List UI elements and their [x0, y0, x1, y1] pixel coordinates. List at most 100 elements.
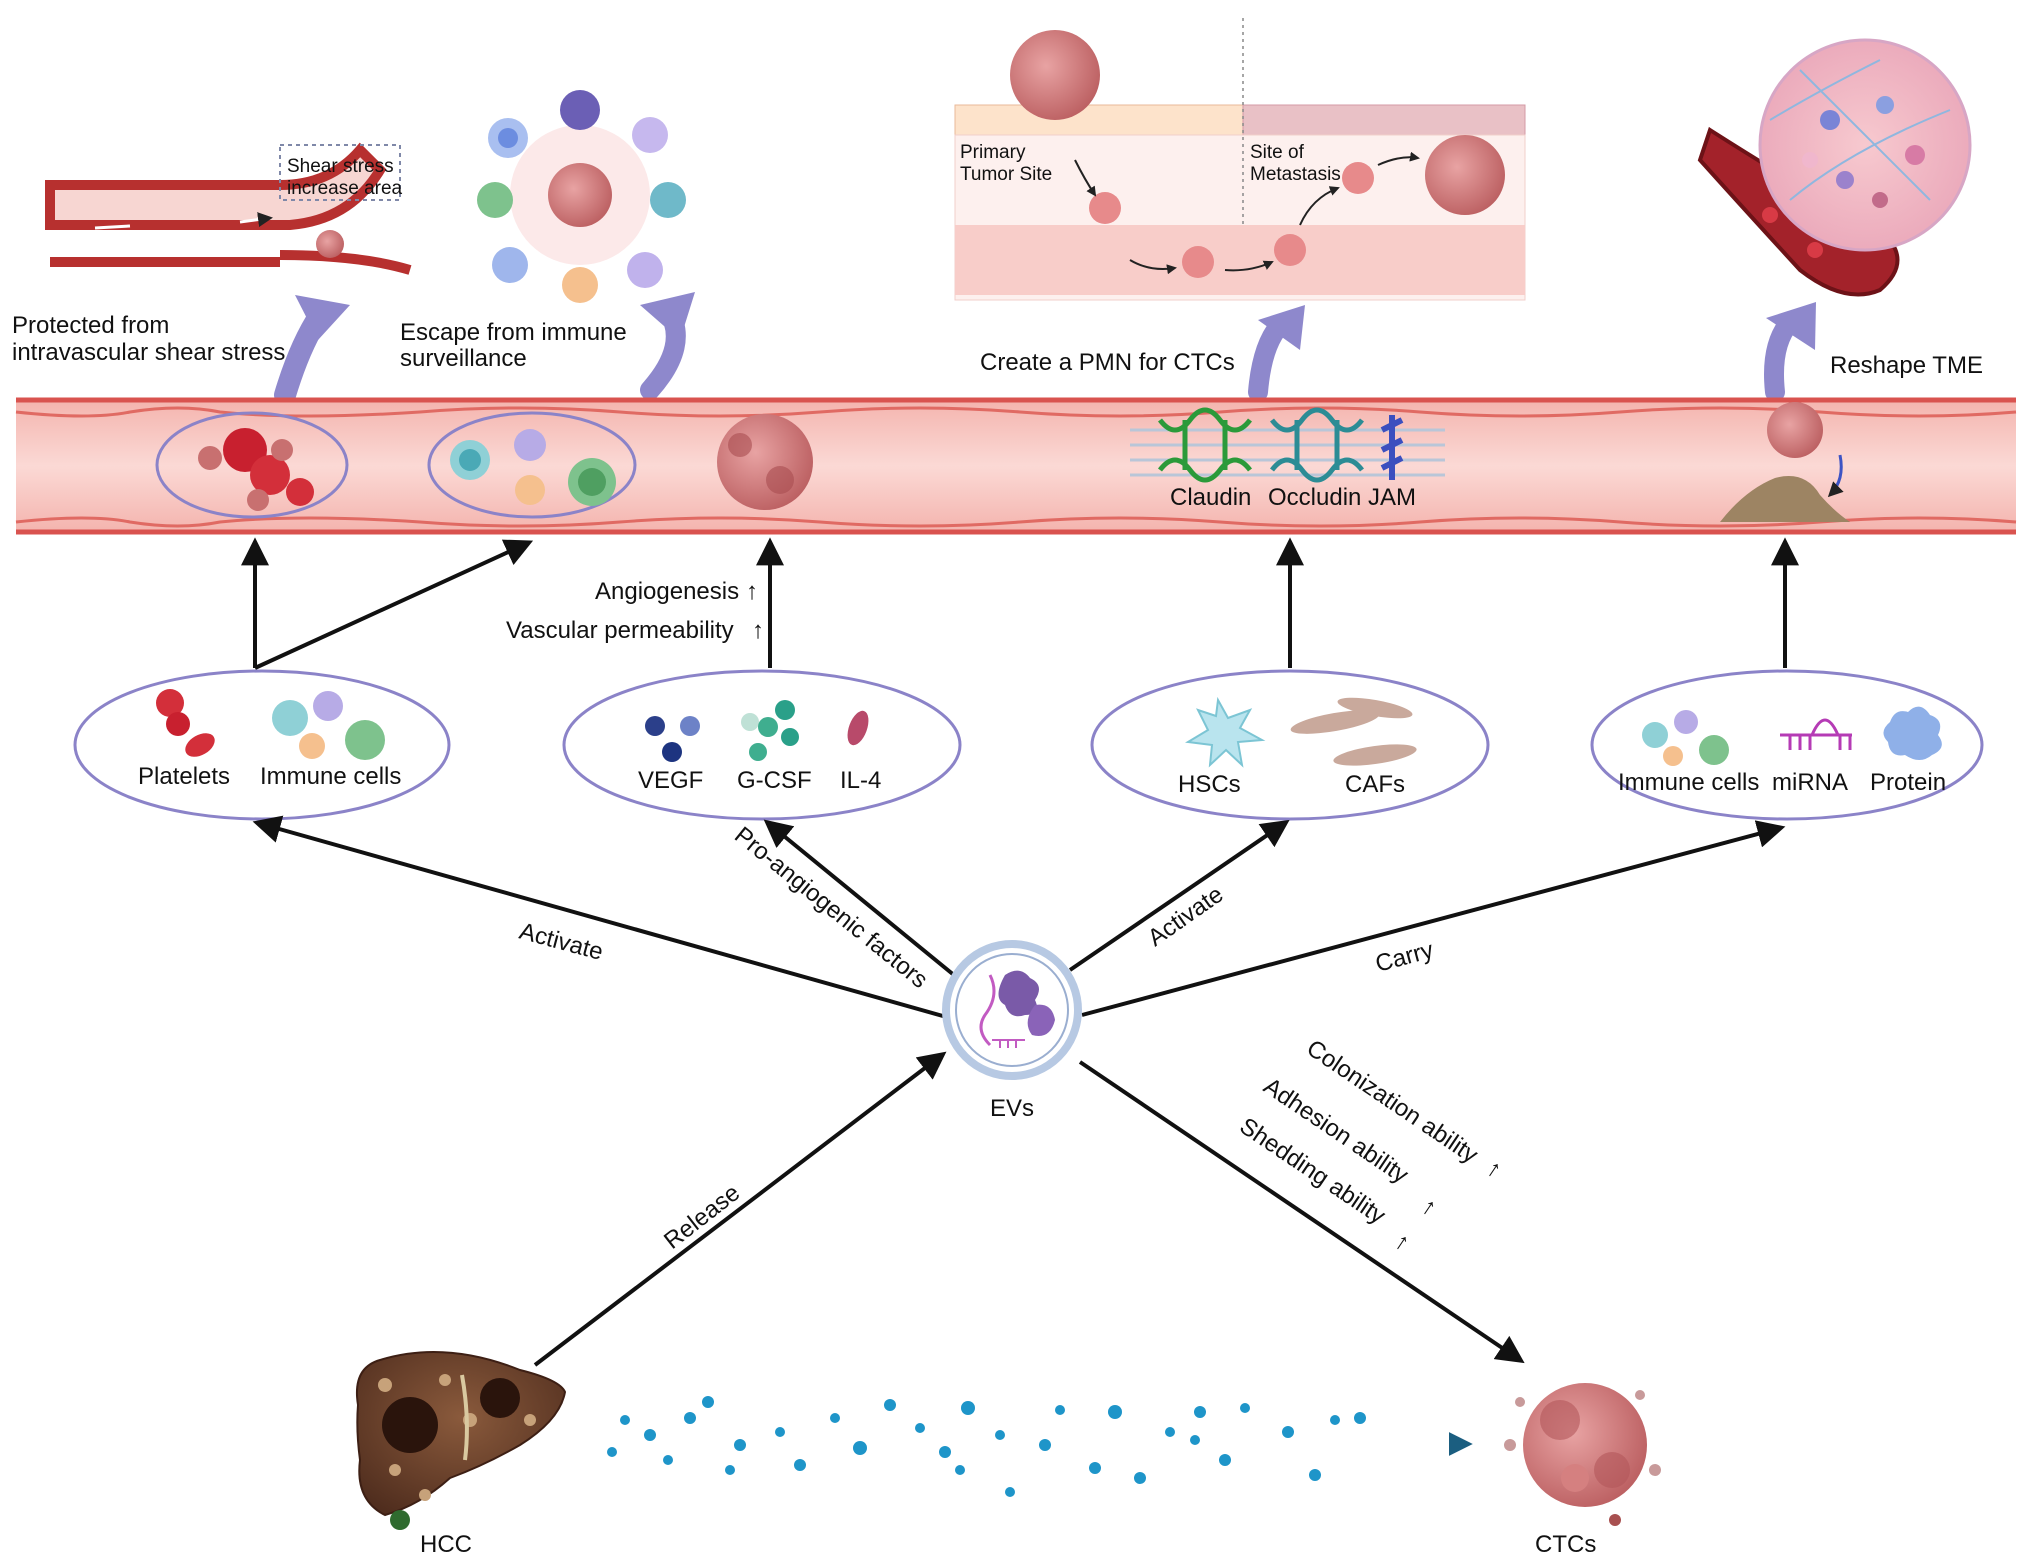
caf-icon: [1337, 697, 1413, 719]
immune-cluster-oval: [427, 411, 637, 519]
primary-site-label-2: Tumor Site: [960, 164, 1052, 185]
immune-cell-icon: [477, 182, 513, 218]
immune-cell-icon: [650, 182, 686, 218]
oval-hsc-caf: HSCs CAFs: [1090, 669, 1490, 821]
angiogenesis-label: Angiogenesis: [595, 578, 739, 605]
oval2-item-vegf: VEGF: [638, 767, 703, 794]
tumor-cell-icon: [548, 163, 612, 227]
jam-label: JAM: [1368, 484, 1416, 511]
pmn-panel: Primary Tumor Site Site of Metastasis Cr…: [954, 18, 1526, 402]
immune-cell-icon: [627, 252, 663, 288]
ctcs-label: CTCs: [1535, 1531, 1596, 1558]
shear-caption-1: Protected from: [12, 312, 169, 339]
immune-cell-icon: [515, 475, 545, 505]
tumor-cell-icon: [1523, 1383, 1647, 1507]
ev-dots: [607, 1396, 1366, 1497]
tme-tumor-icon: [1758, 38, 1972, 252]
immune-cell-icon: [345, 720, 385, 760]
platelet-icon: [166, 712, 190, 736]
platelet-icon: [185, 733, 215, 757]
edge-colonization-arrow: ↑: [1482, 1155, 1507, 1184]
oval1-item-immune: Immune cells: [260, 763, 401, 790]
mid-arrows: [241, 537, 1799, 670]
angiogenesis-up-arrow: ↑: [746, 578, 758, 605]
shear-stress-box: [279, 144, 401, 201]
immune-cell-icon: [1699, 735, 1729, 765]
claudin-label: Claudin: [1170, 484, 1251, 511]
tumor-cell-icon: [1767, 402, 1823, 458]
pmn-caption: Create a PMN for CTCs: [980, 349, 1235, 376]
curved-arrow-icon: [1248, 315, 1290, 402]
blood-vessel-band: Claudin Occludin JAM: [15, 397, 2017, 535]
ev-node: EVs: [942, 940, 1082, 1122]
claudin-icon: [1158, 407, 1252, 483]
platelet-icon: [156, 689, 184, 717]
shear-caption-2: intravascular shear stress: [12, 339, 285, 366]
edge-adhesion-arrow: ↑: [1417, 1193, 1442, 1222]
hcc-node: HCC: [356, 1351, 567, 1558]
caf-icon: [1333, 744, 1417, 766]
curved-arrow-icon: [1764, 312, 1800, 402]
platelet-icon: [250, 455, 290, 495]
occludin-label: Occludin: [1268, 484, 1361, 511]
edge-shedding-arrow: ↑: [1390, 1228, 1415, 1257]
ecm-deposit-icon: [1720, 476, 1850, 522]
vessel-icon: [45, 142, 387, 230]
immune-cell-icon: [313, 691, 343, 721]
oval4-item-mirna: miRNA: [1772, 769, 1848, 796]
platelet-icon: [286, 478, 314, 506]
edge-carry: Carry: [1373, 937, 1437, 978]
ev-edges: [252, 815, 1786, 1367]
permeability-up-arrow: ↑: [752, 617, 764, 644]
immune-cell-icon: [1663, 746, 1683, 766]
oval-cargo: Immune cells miRNA Protein: [1590, 669, 1984, 821]
jam-icon: [1380, 415, 1404, 480]
shear-stress-panel: Shear stress increase area Protected fro…: [12, 142, 412, 406]
ctcs-node: CTCs: [1504, 1383, 1661, 1558]
immune-caption-2: surveillance: [400, 345, 527, 372]
oval-cytokines: VEGF G-CSF IL-4: [562, 669, 962, 821]
platelet-cluster-oval: [155, 411, 349, 519]
primary-site-label-1: Primary: [960, 142, 1026, 163]
occludin-icon: [1270, 407, 1364, 483]
immune-cell-icon: [299, 733, 325, 759]
tumor-cell-icon: [1425, 135, 1505, 215]
caf-icon: [1290, 710, 1380, 734]
protein-icon: [1883, 706, 1942, 760]
immune-cell-icon: [560, 90, 600, 130]
tumor-cell-icon: [1010, 30, 1100, 120]
metastasis-site-label-1: Site of: [1250, 142, 1305, 163]
edge-activate-left: Activate: [516, 918, 605, 966]
shear-box-label-1: Shear stress: [287, 156, 394, 177]
immune-cell-icon: [272, 700, 308, 736]
tme-panel: Reshape TME: [1697, 38, 1983, 402]
tight-junction-group: [1130, 407, 1445, 483]
mirna-icon: [1780, 718, 1852, 750]
oval4-item-protein: Protein: [1870, 769, 1946, 796]
immune-caption-1: Escape from immune: [400, 319, 627, 346]
metastasis-site-label-2: Metastasis: [1250, 164, 1341, 185]
immune-cell-icon: [514, 429, 546, 461]
shear-box-label-2: increase area: [287, 178, 403, 199]
immune-cell-icon: [1642, 722, 1668, 748]
evs-label: EVs: [990, 1095, 1034, 1122]
oval3-item-hscs: HSCs: [1178, 771, 1241, 798]
oval3-item-cafs: CAFs: [1345, 771, 1405, 798]
immune-cell-icon: [632, 117, 668, 153]
oval-platelets-immune: Platelets Immune cells: [73, 669, 451, 821]
immune-escape-panel: Escape from immune surveillance: [400, 90, 695, 400]
oval1-item-platelets: Platelets: [138, 763, 230, 790]
edge-colonization: Colonization ability: [1302, 1035, 1483, 1169]
oval4-item-immune: Immune cells: [1618, 769, 1759, 796]
permeability-label: Vascular permeability: [506, 617, 734, 644]
hsc-icon: [1185, 696, 1266, 768]
ev-stream: [575, 1396, 1473, 1497]
hcc-label: HCC: [420, 1531, 472, 1558]
tumor-cell-icon: [316, 230, 344, 258]
edge-pro-angiogenic: Pro-angiogenic factors: [729, 822, 933, 994]
tumor-cell-icon: [717, 414, 813, 510]
oval2-item-gcsf: G-CSF: [737, 767, 812, 794]
immune-cell-icon: [1674, 710, 1698, 734]
tme-caption: Reshape TME: [1830, 352, 1983, 379]
